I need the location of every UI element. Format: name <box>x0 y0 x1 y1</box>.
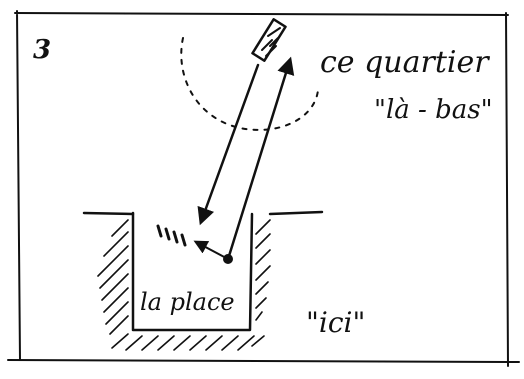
here-label: "ici" <box>306 306 365 339</box>
frame-border <box>7 10 520 367</box>
over-there-label: "là - bas" <box>374 95 493 125</box>
ground-line <box>82 210 324 216</box>
arrow-toward-district <box>227 56 295 258</box>
district-dotted-circle <box>180 37 319 131</box>
figure-number: 3 <box>33 35 51 65</box>
bottom-hatching <box>111 333 265 351</box>
left-wall-hatching <box>97 219 129 335</box>
district-label: ce quartier <box>320 45 490 80</box>
position-small-arrow <box>193 240 229 260</box>
right-wall-hatching <box>255 219 271 321</box>
arrow-from-district <box>197 63 260 226</box>
square-label: la place <box>140 288 235 316</box>
square-walls <box>131 211 254 332</box>
near-marker-icon <box>156 224 187 247</box>
distant-marker-icon <box>251 18 287 62</box>
